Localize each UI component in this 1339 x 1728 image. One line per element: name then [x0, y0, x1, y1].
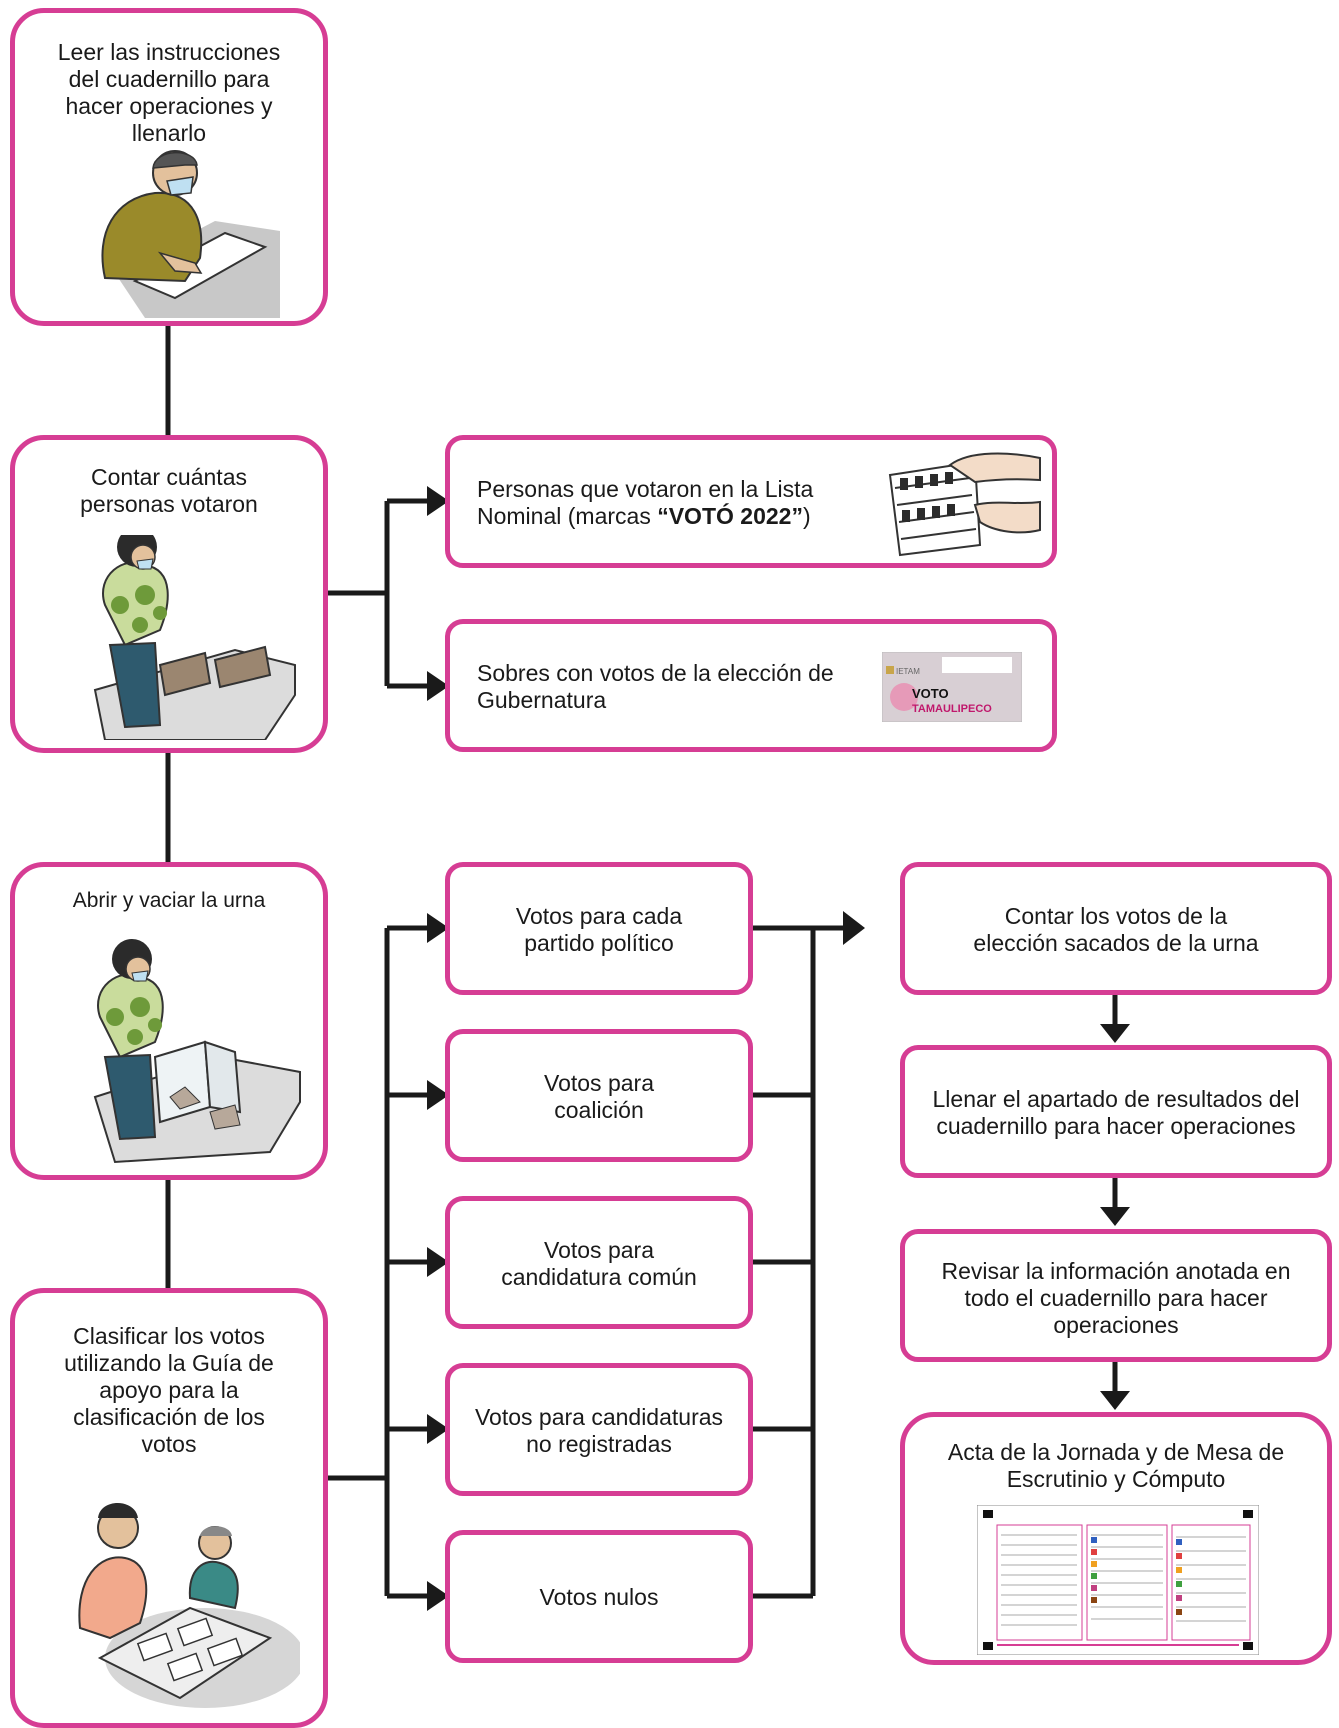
- vote-type-label: Votos para candidatura común: [501, 1237, 697, 1290]
- step-clasificar-votos: Clasificar los votos utilizando la Guía …: [10, 1288, 328, 1728]
- final-step-llenar-resultados: Llenar el apartado de resultados del cua…: [900, 1045, 1332, 1178]
- vote-type-nulos: Votos nulos: [445, 1530, 753, 1663]
- final-step-label: Contar los votos de la elección sacados …: [973, 903, 1259, 956]
- person-writing-illustration: [101, 150, 280, 318]
- step-clasificar-label: Clasificar los votos utilizando la Guía …: [64, 1323, 274, 1457]
- sobre-word2: TAMAULIPECO: [912, 703, 992, 715]
- vote-type-coalicion: Votos para coalición: [445, 1029, 753, 1162]
- lista-nominal-suffix: ): [802, 503, 811, 529]
- person-counting-illustration: [93, 535, 296, 740]
- vote-type-label: Votos para coalición: [544, 1070, 654, 1123]
- sobre-envelope-graphic: IETAM VOTO TAMAULIPECO: [882, 652, 1022, 722]
- voto-2022-mark: “VOTÓ 2022”: [657, 503, 803, 529]
- vote-type-no-registradas: Votos para candidaturas no registradas: [445, 1363, 753, 1496]
- item-sobres: Sobres con votos de la elección de Guber…: [445, 619, 1057, 752]
- vote-type-label: Votos para candidaturas no registradas: [474, 1404, 724, 1457]
- acta-document-thumbnail: [977, 1505, 1259, 1655]
- final-step-label: Llenar el apartado de resultados del cua…: [932, 1086, 1300, 1139]
- step-leer-label: Leer las instrucciones del cuadernillo p…: [57, 39, 281, 146]
- vote-type-label: Votos nulos: [539, 1584, 659, 1610]
- sobre-word1: VOTO: [912, 686, 949, 701]
- people-classifying-illustration: [78, 1503, 300, 1708]
- final-step-contar-votos: Contar los votos de la elección sacados …: [900, 862, 1332, 995]
- step-contar-personas-label: Contar cuántas personas votaron: [80, 464, 258, 517]
- step-abrir-label: Abrir y vaciar la urna: [72, 889, 266, 912]
- hands-marking-list-illustration: [888, 452, 1041, 557]
- step-leer-instrucciones: Leer las instrucciones del cuadernillo p…: [10, 8, 328, 326]
- final-step-label: Revisar la información anotada en todo e…: [941, 1258, 1291, 1338]
- item-lista-nominal-label: Personas que votaron en la Lista Nominal…: [477, 476, 867, 530]
- final-step-acta: Acta de la Jornada y de Mesa de Escrutin…: [900, 1412, 1332, 1665]
- step-abrir-urna: Abrir y vaciar la urna: [10, 862, 328, 1180]
- sobre-brand: IETAM: [896, 667, 920, 676]
- person-emptying-urn-illustration: [93, 939, 301, 1164]
- item-sobres-label: Sobres con votos de la elección de Guber…: [477, 660, 834, 713]
- lista-nominal-text: Personas que votaron en la Lista Nominal…: [477, 476, 814, 529]
- final-step-revisar: Revisar la información anotada en todo e…: [900, 1229, 1332, 1362]
- item-lista-nominal: Personas que votaron en la Lista Nominal…: [445, 435, 1057, 568]
- vote-type-label: Votos para cada partido político: [515, 903, 683, 956]
- vote-type-partido: Votos para cada partido político: [445, 862, 753, 995]
- step-contar-personas: Contar cuántas personas votaron: [10, 435, 328, 753]
- vote-type-candidatura-comun: Votos para candidatura común: [445, 1196, 753, 1329]
- final-step-acta-label: Acta de la Jornada y de Mesa de Escrutin…: [947, 1439, 1285, 1492]
